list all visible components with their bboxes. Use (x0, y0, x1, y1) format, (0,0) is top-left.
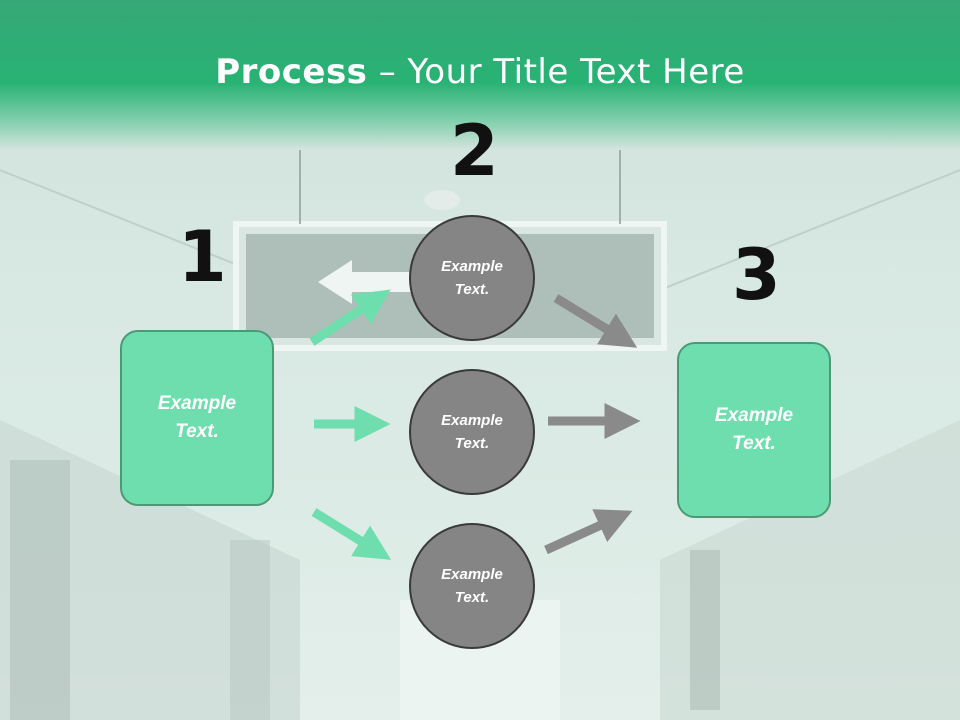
circle-top-label: Example Text. (441, 257, 503, 298)
step-number-2: 2 (450, 110, 499, 192)
title-band (0, 0, 960, 150)
title-rest: – Your Title Text Here (367, 52, 745, 92)
circle-middle-label: Example Text. (441, 411, 503, 452)
circle-top: Example Text. (409, 215, 535, 341)
arrow-green-down (311, 508, 392, 560)
left-step-label: Example Text. (157, 392, 237, 443)
right-step-box: Example Text. (677, 342, 831, 518)
circle-bottom-label: Example Text. (441, 565, 503, 606)
slide-title: Process – Your Title Text Here (0, 52, 960, 92)
step-number-1: 1 (178, 216, 227, 298)
left-step-box: Example Text. (120, 330, 274, 506)
step-number-3: 3 (732, 234, 781, 316)
title-bold: Process (215, 52, 368, 92)
right-step-label: Example Text. (714, 404, 794, 455)
circle-middle: Example Text. (409, 369, 535, 495)
arrow-gray-up (544, 509, 633, 555)
arrow-gray-down (553, 294, 638, 348)
arrow-green-up (309, 289, 391, 346)
circle-bottom: Example Text. (409, 523, 535, 649)
